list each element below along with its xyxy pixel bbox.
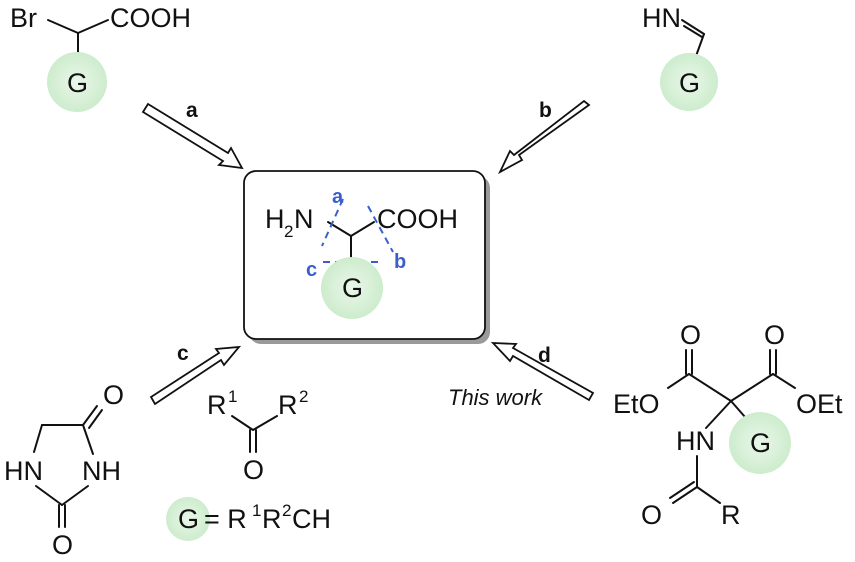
legend-sup2: 2 bbox=[282, 501, 291, 520]
legend-g-circle bbox=[166, 497, 210, 541]
reagent-a: Br COOH G bbox=[10, 3, 191, 112]
malonate-bond-c-left bbox=[688, 373, 732, 402]
hydantoin-co-1 bbox=[82, 405, 98, 426]
product-n: N bbox=[294, 204, 314, 234]
product-h: H bbox=[265, 204, 285, 234]
malonate-hn: HN bbox=[676, 426, 715, 456]
reagent-a-bond-cooh bbox=[77, 19, 109, 34]
malonate-bond-nh bbox=[705, 400, 732, 429]
ketone-bond-r2 bbox=[252, 415, 278, 431]
malonate-oet: OEt bbox=[796, 389, 843, 419]
reagent-c-hydantoin: O HN NH O bbox=[4, 380, 124, 560]
hydantoin-bond-n-c2 bbox=[35, 485, 63, 506]
hydantoin-o-bottom: O bbox=[52, 530, 73, 560]
ketone-r1-sup: 1 bbox=[228, 387, 237, 406]
malonate-bond-oet-left bbox=[667, 373, 690, 389]
reagent-b-g-circle bbox=[660, 53, 718, 111]
ketone-r2: R bbox=[278, 390, 298, 420]
legend-equals-r: = R bbox=[204, 504, 247, 534]
arrow-c-shape bbox=[149, 345, 242, 406]
arrow-b: b bbox=[497, 99, 591, 175]
malonate-o-left: O bbox=[680, 320, 701, 350]
reagent-b-double-bond-2 bbox=[683, 25, 703, 38]
amide-co-2 bbox=[669, 481, 695, 499]
cleavage-label-a: a bbox=[332, 186, 344, 208]
malonate-eto: EtO bbox=[613, 389, 660, 419]
reagent-a-br: Br bbox=[10, 3, 37, 33]
malonate-o-right: O bbox=[764, 320, 785, 350]
hydantoin-bond-c2-n bbox=[61, 485, 89, 506]
arrow-d-shape bbox=[490, 342, 595, 402]
reagent-a-g-circle bbox=[47, 52, 107, 112]
hydantoin-hn: HN bbox=[4, 456, 43, 486]
legend-ch: CH bbox=[292, 504, 331, 534]
amide-o: O bbox=[641, 500, 662, 530]
arrow-c-label: c bbox=[177, 342, 189, 365]
legend: G = R 1 R 2 CH bbox=[166, 497, 331, 541]
reagent-a-cooh: COOH bbox=[110, 3, 191, 33]
reagent-a-g: G bbox=[67, 68, 88, 98]
legend-g: G bbox=[178, 504, 199, 534]
hydantoin-o-top: O bbox=[103, 380, 124, 410]
reagent-b-g: G bbox=[679, 68, 700, 98]
malonate-bond-oet-right bbox=[772, 373, 796, 389]
product-cooh: COOH bbox=[377, 204, 458, 234]
malonate-g: G bbox=[750, 428, 771, 458]
ketone-r2-sup: 2 bbox=[299, 387, 308, 406]
reagent-b-double-bond-1 bbox=[681, 19, 705, 35]
arrow-d: d This work bbox=[448, 342, 595, 410]
arrow-d-label: d bbox=[538, 344, 551, 367]
hydantoin-bond-c-nh bbox=[82, 424, 94, 455]
ketone-bond-r1 bbox=[231, 415, 254, 431]
malonate-bond-c-right bbox=[730, 373, 774, 402]
arrow-a: a bbox=[141, 99, 244, 170]
ketone-r1: R bbox=[207, 390, 227, 420]
hydantoin-bond-ch2-n bbox=[33, 424, 43, 453]
amide-r: R bbox=[721, 500, 741, 530]
reagent-a-bond-br bbox=[47, 19, 79, 34]
ketone-o: O bbox=[243, 455, 264, 485]
product-h-sub: 2 bbox=[284, 222, 293, 241]
malonate-g-circle bbox=[729, 412, 791, 474]
legend-r2: R bbox=[262, 504, 282, 534]
amide-co-1 bbox=[672, 486, 698, 504]
arrow-c: c bbox=[149, 342, 242, 406]
this-work-label: This work bbox=[448, 385, 543, 410]
arrow-a-label: a bbox=[186, 99, 198, 122]
cleavage-label-b: b bbox=[394, 251, 406, 273]
arrow-b-shape bbox=[497, 99, 591, 175]
arrow-b-label: b bbox=[539, 99, 552, 122]
product-g-circle bbox=[321, 257, 383, 319]
hydantoin-co-2 bbox=[88, 409, 103, 429]
reagent-b: HN G bbox=[642, 3, 718, 111]
reagent-c-ketone: R 1 R 2 O bbox=[207, 387, 308, 485]
amide-bond-r bbox=[696, 486, 721, 504]
cleavage-line-a bbox=[321, 198, 344, 247]
reagent-d: O O EtO OEt G HN O R bbox=[613, 320, 843, 530]
product-bond-cooh bbox=[350, 221, 375, 237]
cleavage-line-b bbox=[367, 205, 394, 253]
hydantoin-nh: NH bbox=[82, 456, 121, 486]
product-box-frame bbox=[243, 170, 486, 340]
arrow-a-shape bbox=[141, 102, 244, 170]
product-box: H 2 N COOH a b c G bbox=[243, 170, 490, 344]
product-g: G bbox=[342, 273, 363, 303]
legend-sup1: 1 bbox=[252, 501, 261, 520]
reagent-b-hn: HN bbox=[642, 3, 681, 33]
cleavage-label-c: c bbox=[306, 259, 317, 281]
reagent-b-bond-g bbox=[695, 33, 705, 57]
